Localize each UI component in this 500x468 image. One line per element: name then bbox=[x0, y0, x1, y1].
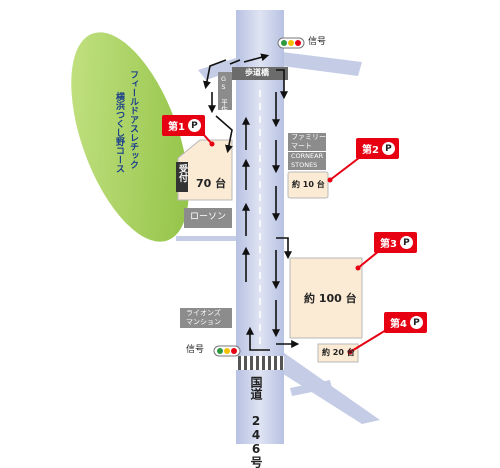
crosswalk bbox=[236, 356, 284, 370]
reception-box bbox=[176, 162, 188, 192]
parking-3-number: 第3 bbox=[380, 239, 397, 250]
course-area bbox=[71, 32, 189, 242]
parking-2-number: 第2 bbox=[362, 145, 379, 156]
lawson-building bbox=[184, 208, 232, 228]
signal-bottom-label: 信号 bbox=[186, 345, 205, 355]
parking-icon: P bbox=[381, 142, 395, 155]
parking-1-number: 第1 bbox=[168, 122, 185, 133]
traffic-light-top bbox=[277, 37, 305, 49]
lions-label-1: ライオンズ bbox=[186, 309, 221, 317]
lions-label-2: マンション bbox=[186, 318, 221, 326]
pedestrian-bridge bbox=[232, 67, 288, 80]
parking-4-area bbox=[317, 343, 359, 363]
parking-2-area bbox=[287, 171, 329, 199]
lions-building bbox=[180, 308, 232, 328]
familymart-label-2: マート bbox=[291, 142, 312, 150]
lawson-label: ローソン bbox=[190, 212, 227, 222]
road-name-label: 国道 246号 bbox=[249, 376, 263, 468]
signal-top-label: 信号 bbox=[308, 37, 327, 47]
side-road-left bbox=[176, 236, 236, 241]
parking-3-capacity: 約 100 台 bbox=[304, 292, 357, 305]
parking-icon: P bbox=[187, 119, 201, 132]
course-name-line1: フィールドアスレチック bbox=[128, 70, 138, 169]
cornear-building bbox=[288, 152, 326, 170]
side-road-bottom-right-2 bbox=[290, 380, 332, 396]
parking-1-badge: 第1 P bbox=[162, 115, 205, 136]
gas-station-label: GS 平佐美 bbox=[219, 75, 228, 119]
side-road-top-right bbox=[282, 52, 362, 76]
parking-2-capacity: 約 10 台 bbox=[292, 180, 325, 189]
parking-icon: P bbox=[409, 316, 423, 329]
traffic-light-bottom bbox=[213, 345, 241, 357]
cornear-label-1: CORNEAR bbox=[291, 152, 324, 160]
parking-1-area bbox=[177, 139, 233, 201]
parking-4-badge: 第4 P bbox=[384, 312, 427, 333]
reception-label: 受付 bbox=[177, 164, 187, 182]
access-map bbox=[71, 10, 397, 444]
parking-icon: P bbox=[399, 236, 413, 249]
gas-station-building bbox=[218, 72, 232, 110]
familymart-label-1: ファミリー bbox=[291, 133, 326, 141]
pedestrian-bridge-label: 歩道橋 bbox=[245, 68, 269, 77]
route-arrows bbox=[203, 53, 300, 351]
parking-3-badge: 第3 P bbox=[374, 232, 417, 253]
parking-2-badge: 第2 P bbox=[356, 138, 399, 159]
parking-1-capacity: 70 台 bbox=[196, 177, 227, 190]
familymart-building bbox=[288, 133, 326, 151]
course-name-line2: 横浜つくし野コース bbox=[114, 92, 124, 173]
parking-4-capacity: 約 20 台 bbox=[322, 348, 355, 357]
parking-3-area bbox=[289, 257, 363, 339]
cornear-label-2: STONES bbox=[291, 161, 318, 169]
parking-4-number: 第4 bbox=[390, 319, 407, 330]
